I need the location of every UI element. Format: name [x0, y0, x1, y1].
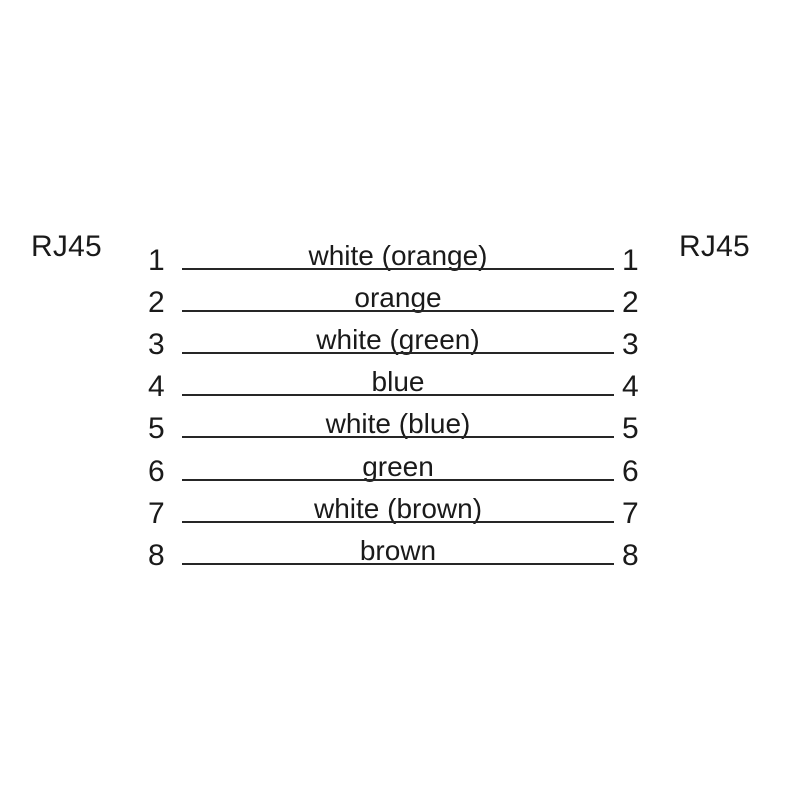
right-pin-number: 2 — [622, 286, 639, 320]
conductor-line — [182, 436, 614, 439]
conductor-line — [182, 352, 614, 355]
left-pin-number: 3 — [148, 328, 165, 362]
conductor-line — [182, 268, 614, 270]
conductor-line — [182, 478, 614, 481]
right-pin-number: 5 — [622, 412, 639, 446]
right-connector-label: RJ45 — [679, 230, 750, 263]
wire-color-label: green — [362, 450, 434, 482]
wire-color-label: white (brown) — [313, 492, 483, 524]
conductor-line — [182, 394, 614, 397]
wire-color-label: white (orange) — [308, 240, 488, 271]
left-pin-number: 5 — [148, 412, 165, 446]
left-pin-number: 8 — [148, 538, 165, 572]
left-connector-label: RJ45 — [31, 230, 102, 263]
right-pin-number: 8 — [622, 538, 639, 572]
right-pin-number: 1 — [622, 244, 639, 277]
conductor-line — [182, 520, 614, 523]
wire-color-label: white (blue) — [325, 408, 471, 440]
conductor-line — [182, 310, 614, 313]
wire-color-label: orange — [354, 282, 442, 314]
wire-color-label: brown — [359, 534, 437, 566]
left-pin-number: 7 — [148, 496, 165, 530]
right-pin-number: 6 — [622, 454, 639, 488]
wire-color-label: blue — [371, 366, 425, 398]
right-pin-number: 7 — [622, 496, 639, 530]
left-pin-number: 1 — [148, 244, 165, 277]
right-pin-number: 3 — [622, 328, 639, 362]
right-pin-number: 4 — [622, 370, 639, 404]
conductor-line — [182, 562, 614, 565]
left-pin-number: 4 — [148, 370, 165, 404]
wire-color-label: white (green) — [316, 324, 480, 356]
left-pin-number: 2 — [148, 286, 165, 320]
left-pin-number: 6 — [148, 454, 165, 488]
